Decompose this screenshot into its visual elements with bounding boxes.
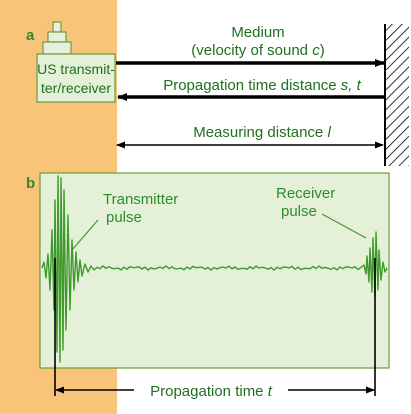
transmitter-pulse-label-line1: Transmitter: [103, 191, 178, 208]
receiver-pulse-pointer: [321, 213, 367, 239]
medium-velocity-label: (velocity of sound c): [191, 42, 324, 59]
receiver-pulse-label-line2: pulse: [281, 203, 317, 220]
medium-label: Medium: [231, 24, 284, 41]
oscilloscope-panel: [39, 172, 390, 369]
reflector-wall-hatch: [385, 24, 409, 166]
propagation-time-label: Propagation time t: [150, 383, 273, 400]
transmitter-label-line1: US transmit-: [37, 61, 115, 77]
transducer-head-icon: [42, 21, 72, 55]
transmitter-label-line2: ter/receiver: [41, 80, 111, 96]
panel-b-label: b: [26, 175, 35, 192]
panel-a-label: a: [26, 27, 35, 44]
transmitter-pulse-label-line2: pulse: [106, 209, 142, 226]
propagation-distance-label: Propagation time distance s, t: [163, 77, 361, 94]
measuring-distance-label: Measuring distance l: [193, 124, 331, 141]
transmitter-pulse-pointer: [71, 219, 99, 251]
receiver-pulse-label-line1: Receiver: [276, 185, 335, 202]
transmitter-receiver-box: [36, 53, 116, 103]
echo-waveform: [41, 175, 388, 363]
